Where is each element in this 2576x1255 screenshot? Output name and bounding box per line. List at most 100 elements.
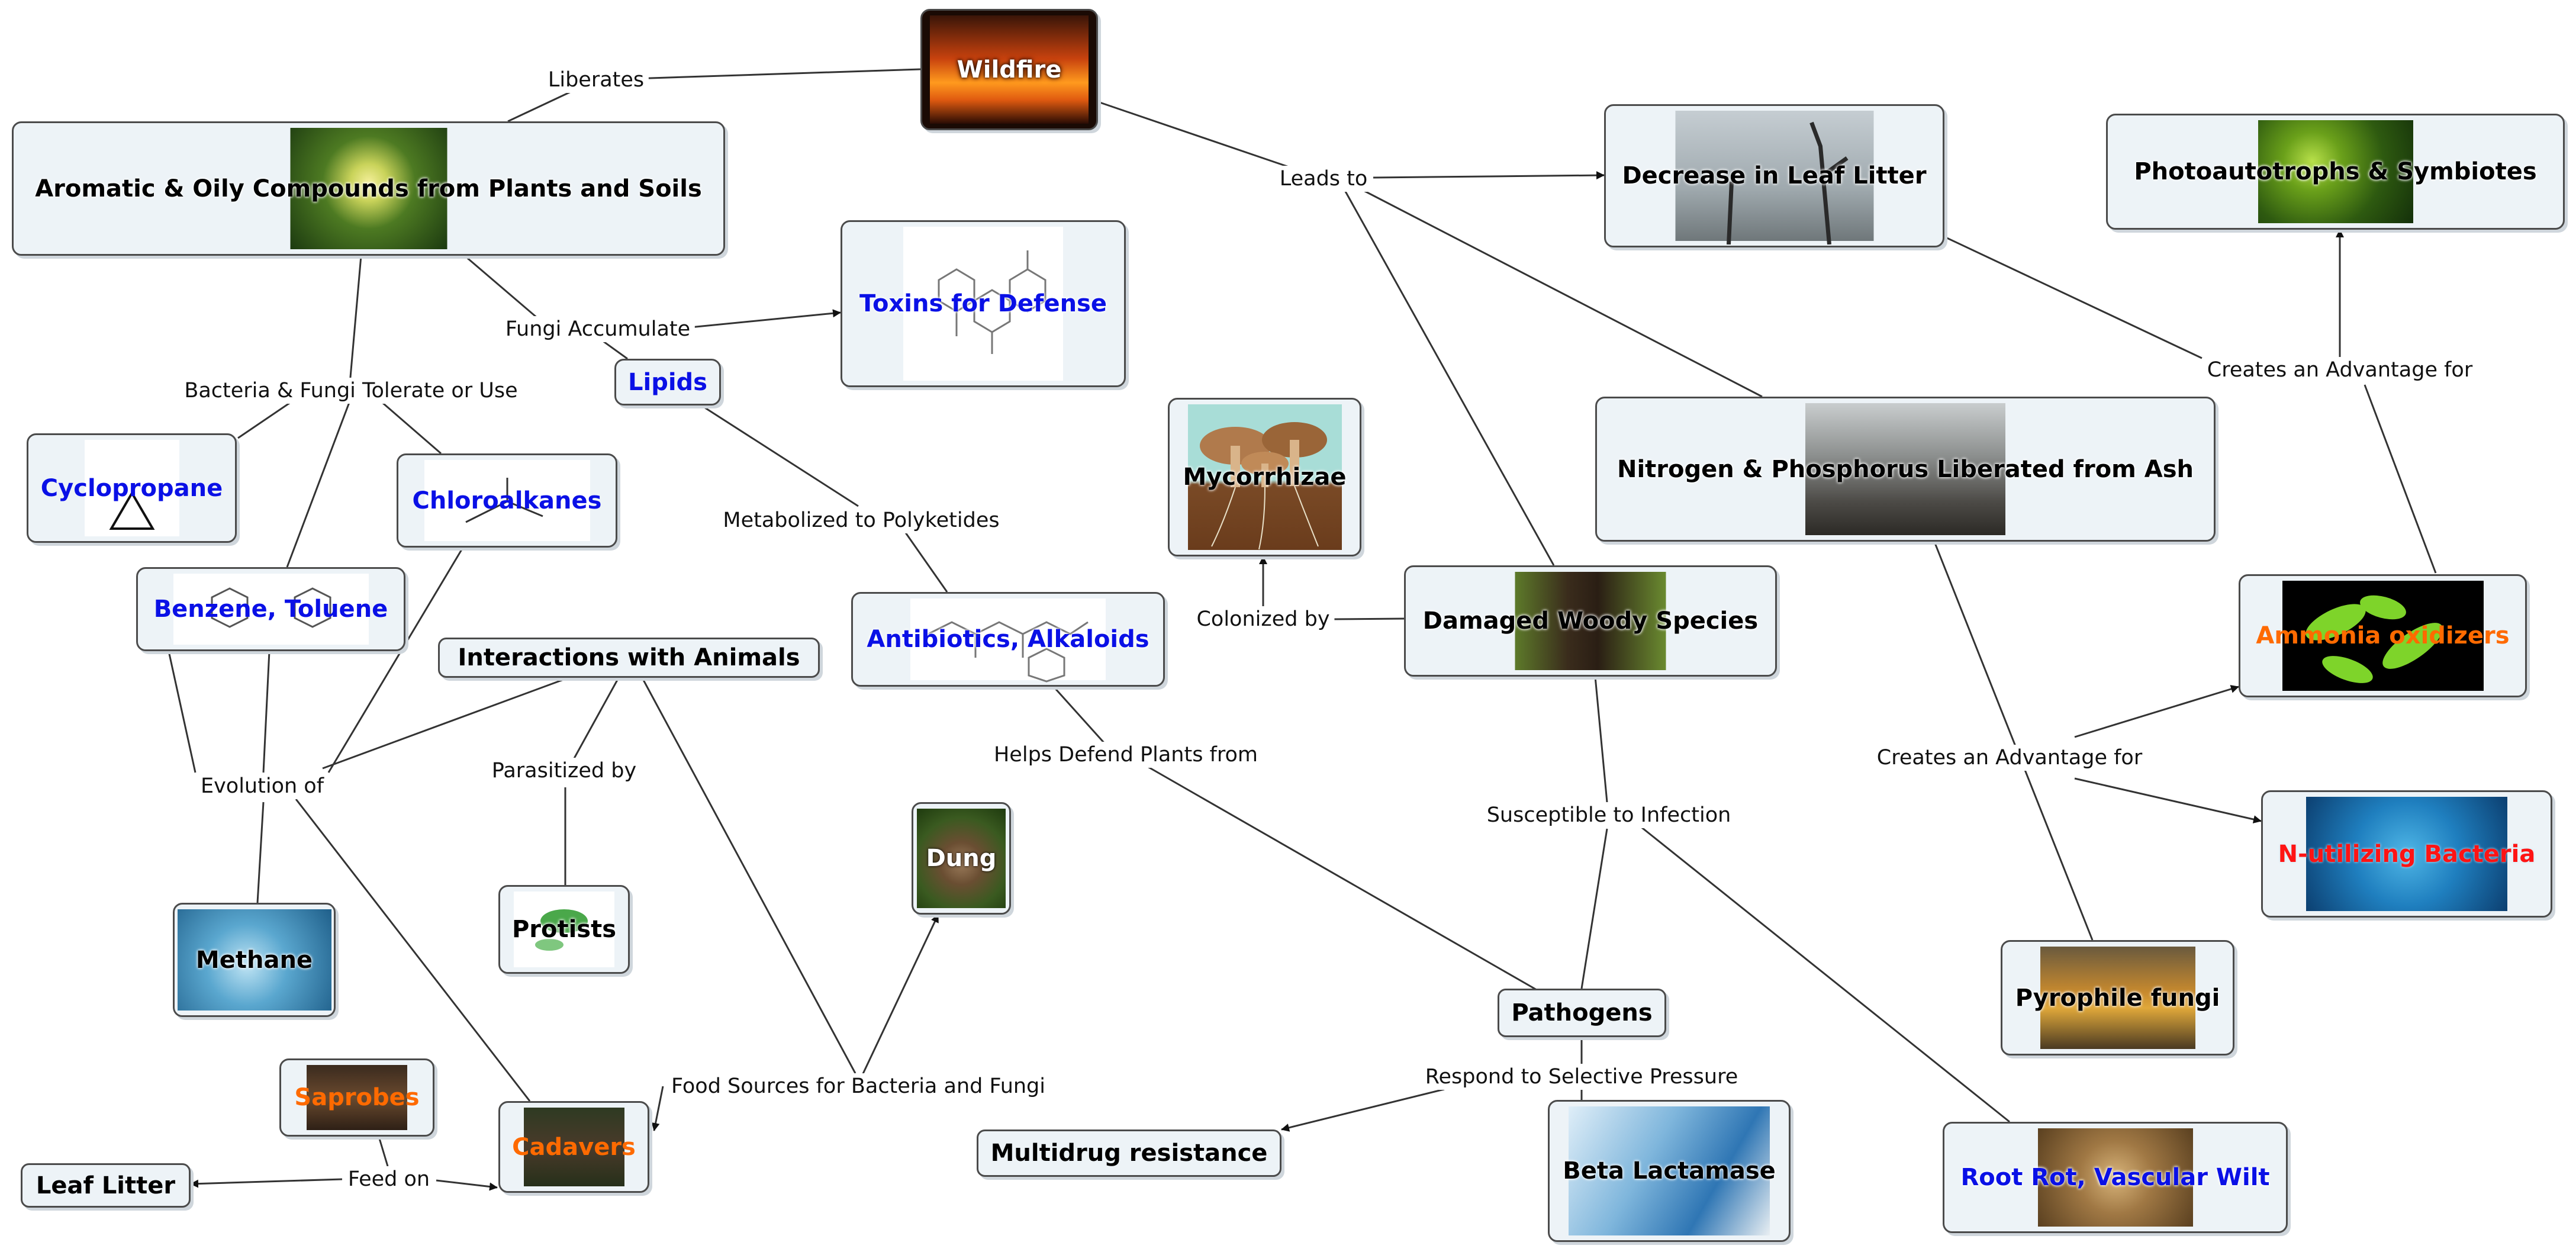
concept-label: Pathogens xyxy=(1511,999,1653,1026)
link-label-creates-top: Creates an Advantage for xyxy=(2202,357,2478,383)
concept-ammonia[interactable]: Ammonia oxidizers xyxy=(2239,574,2527,697)
link-fungiacc-toxins xyxy=(671,309,841,330)
ash-landscape-photo xyxy=(1805,403,2005,535)
concept-label: Beta Lactamase xyxy=(1563,1157,1776,1185)
link-chloro-evolution xyxy=(327,547,464,773)
link-label-liberates: Liberates xyxy=(543,67,649,93)
link-tolerate-chloroalkanes xyxy=(378,398,442,455)
concept-label: Ammonia oxidizers xyxy=(2256,622,2510,649)
concept-antibiotics[interactable]: Antibiotics, Alkaloids xyxy=(851,592,1165,687)
link-helps-pathogens xyxy=(1142,762,1545,996)
molecule-structure-diagram xyxy=(903,227,1063,381)
concept-chloroalkanes[interactable]: Chloroalkanes xyxy=(397,453,617,548)
concept-label: Pyrophile fungi xyxy=(2015,984,2220,1012)
link-label-fungi-accumulate: Fungi Accumulate xyxy=(500,316,695,342)
link-lipids-metabolized xyxy=(701,404,859,507)
link-evolution-cadavers xyxy=(295,799,531,1102)
concept-dung[interactable]: Dung xyxy=(912,802,1011,915)
concept-label: Chloroalkanes xyxy=(412,487,602,514)
methane-molecule-render xyxy=(177,909,331,1011)
concept-label: Cadavers xyxy=(512,1133,636,1161)
link-creates2-nbacteria xyxy=(2074,777,2262,823)
concept-saprobes[interactable]: Saprobes xyxy=(279,1058,434,1137)
link-label-helps-defend: Helps Defend Plants from xyxy=(988,742,1263,768)
link-susceptible-rootrot xyxy=(1639,825,2010,1123)
concept-cadavers[interactable]: Cadavers xyxy=(498,1101,649,1193)
link-evolution-methane xyxy=(256,802,265,903)
concept-photoautotrophs[interactable]: Photoautotrophs & Symbiotes xyxy=(2106,114,2565,230)
concept-lipids[interactable]: Lipids xyxy=(614,359,721,406)
link-nitrogen-pyrophile xyxy=(1933,541,2094,941)
concept-label: Dung xyxy=(926,845,997,872)
link-interactions-parasitized xyxy=(570,677,620,764)
concept-benzene[interactable]: Benzene, Toluene xyxy=(136,567,405,651)
concept-label: N-utilizing Bacteria xyxy=(2278,840,2536,868)
concept-wildfire[interactable]: Wildfire xyxy=(920,9,1098,130)
concept-label: Nitrogen & Phosphorus Liberated from Ash xyxy=(1617,455,2194,483)
link-antibiotics-helps xyxy=(1052,686,1108,747)
concept-damaged-woody[interactable]: Damaged Woody Species xyxy=(1404,565,1777,677)
link-susceptible-pathogens xyxy=(1580,828,1608,989)
concept-decrease-leaf-litter[interactable]: Decrease in Leaf Litter xyxy=(1604,104,1944,247)
blue-bacteria-photo xyxy=(2306,797,2507,911)
protist-illustration xyxy=(514,892,614,967)
concept-interactions[interactable]: Interactions with Animals xyxy=(438,638,820,678)
link-food-cadavers xyxy=(651,1086,664,1131)
concept-label: Damaged Woody Species xyxy=(1422,607,1759,635)
concept-label: Mycorrhizae xyxy=(1183,464,1347,491)
link-label-creates-mid: Creates an Advantage for xyxy=(1872,745,2147,771)
cadaver-photo xyxy=(523,1108,624,1186)
pyrophile-fungi-photo xyxy=(2040,947,2195,1049)
concept-label: Aromatic & Oily Compounds from Plants an… xyxy=(35,175,702,202)
link-interactions-food xyxy=(641,677,856,1074)
concept-label: Decrease in Leaf Litter xyxy=(1622,162,1927,189)
concept-leaf-litter[interactable]: Leaf Litter xyxy=(21,1163,191,1208)
link-feedon-leaflitter xyxy=(190,1178,343,1188)
link-label-tolerate: Bacteria & Fungi Tolerate or Use xyxy=(179,378,523,404)
link-label-feed-on: Feed on xyxy=(343,1166,435,1192)
concept-label: Methane xyxy=(195,946,313,974)
concept-cyclopropane[interactable]: Cyclopropane xyxy=(27,433,237,543)
link-respond-multidrug xyxy=(1281,1088,1445,1132)
concept-multidrug[interactable]: Multidrug resistance xyxy=(977,1130,1281,1177)
concept-aromatic[interactable]: Aromatic & Oily Compounds from Plants an… xyxy=(12,121,725,256)
concept-label: Protists xyxy=(511,916,617,943)
link-label-colonized: Colonized by xyxy=(1192,606,1335,632)
link-saprobes-feedon xyxy=(378,1136,389,1167)
link-leadsto-nitrogen xyxy=(1361,188,1763,398)
benzene-ring-structures xyxy=(173,574,369,645)
concept-beta-lactamase[interactable]: Beta Lactamase xyxy=(1548,1100,1791,1242)
link-tolerate-benzene xyxy=(286,402,350,568)
saprobe-mushroom-photo xyxy=(307,1065,407,1130)
link-label-parasitized: Parasitized by xyxy=(487,758,642,784)
rotted-log-photo xyxy=(2037,1128,2193,1227)
concept-label: Antibiotics, Alkaloids xyxy=(867,626,1149,653)
concept-label: Multidrug resistance xyxy=(990,1140,1268,1167)
rabbit-photo xyxy=(917,809,1006,908)
forest-fire-photo xyxy=(930,15,1089,124)
concept-pyrophile[interactable]: Pyrophile fungi xyxy=(2001,940,2234,1056)
mushroom-root-illustration xyxy=(1187,404,1342,550)
concept-label: Leaf Litter xyxy=(36,1172,176,1199)
concept-methane[interactable]: Methane xyxy=(173,903,336,1017)
concept-label: Toxins for Defense xyxy=(859,290,1107,317)
concept-label: Lipids xyxy=(628,368,707,396)
concept-label: Saprobes xyxy=(294,1084,420,1111)
link-damaged-susceptible xyxy=(1594,676,1608,803)
concept-pathogens[interactable]: Pathogens xyxy=(1498,989,1666,1037)
foggy-burnt-trees-photo xyxy=(1675,111,1873,245)
concept-mycorrhizae[interactable]: Mycorrhizae xyxy=(1168,398,1361,556)
concept-n-bacteria[interactable]: N-utilizing Bacteria xyxy=(2261,790,2552,918)
concept-toxins[interactable]: Toxins for Defense xyxy=(841,220,1126,387)
triangle-ring-structure xyxy=(84,440,179,536)
alkaloid-structure-diagram xyxy=(910,598,1106,683)
chloroalkane-structure xyxy=(424,460,590,541)
concept-root-rot[interactable]: Root Rot, Vascular Wilt xyxy=(1943,1122,2288,1233)
concept-nitrogen[interactable]: Nitrogen & Phosphorus Liberated from Ash xyxy=(1595,397,2216,542)
concept-protists[interactable]: Protists xyxy=(498,885,630,974)
link-label-evolution: Evolution of xyxy=(195,773,329,799)
lab-scientist-photo xyxy=(1569,1106,1770,1235)
concept-label: Photoautotrophs & Symbiotes xyxy=(2134,158,2537,185)
enchanted-forest-photo xyxy=(290,128,447,249)
concept-label: Root Rot, Vascular Wilt xyxy=(1960,1164,2270,1191)
